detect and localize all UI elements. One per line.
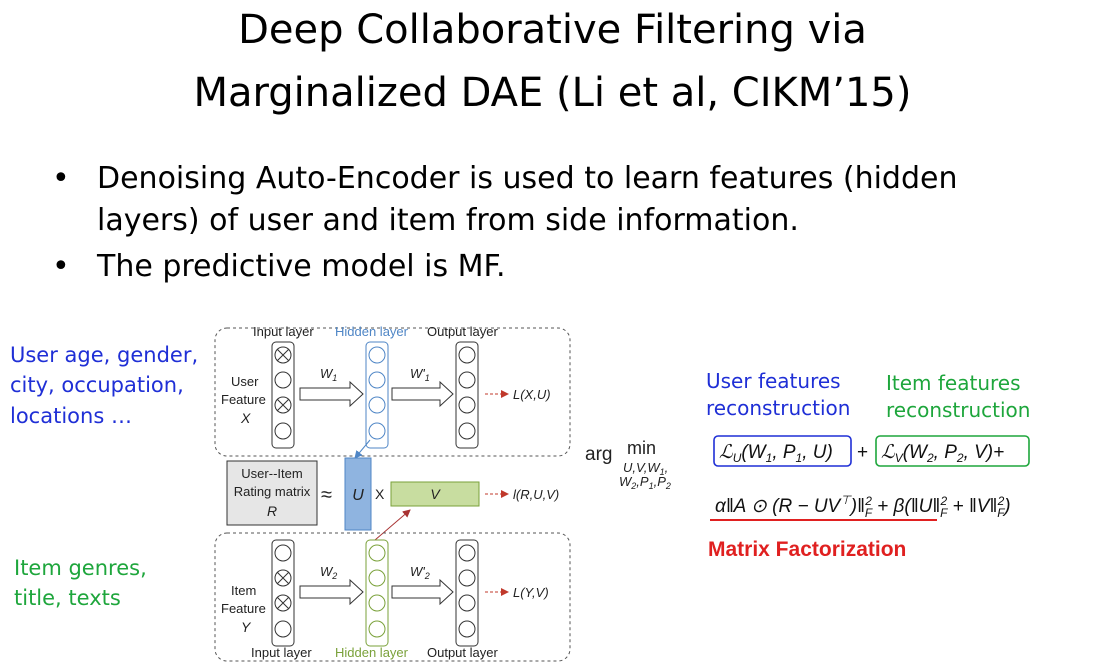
top-input-layer-label: Input layer: [253, 324, 314, 339]
mf-term: α‖A ⊙ (R − UV⊤)‖F2 + β(‖U‖F2 + ‖V‖F2): [715, 493, 1011, 520]
objective-formula: arg min U,V,W1, W2,P1,P2 ℒU(W1, P1, U) +…: [585, 435, 1030, 521]
hidden-to-v-arrow: [374, 509, 411, 541]
user-feature-label-1: User: [231, 374, 259, 389]
user-feature-label-2: Feature: [221, 392, 266, 407]
w1-arrow: [299, 380, 364, 408]
w2-label: W2: [320, 564, 337, 581]
item-side-info: Item genres, title, texts: [14, 553, 147, 614]
user-feature-label-3: X: [240, 410, 251, 426]
min-sub-1: U,V,W1,: [623, 460, 668, 477]
user-loss-box: [713, 435, 852, 467]
plus-sign: +: [857, 442, 868, 463]
user-dae-box: [214, 327, 571, 457]
u-label: U: [352, 487, 364, 504]
item-feature-label-1: Item: [231, 583, 256, 598]
w2-arrow: [299, 578, 364, 606]
arg-text: arg: [585, 444, 612, 465]
title-line-2: Marginalized DAE (Li et al, CIKM’15): [193, 70, 912, 116]
bottom-output-column: [455, 539, 479, 647]
bottom-input-layer-label: Input layer: [251, 645, 312, 660]
user-side-info: User age, gender, city, occupation, loca…: [10, 340, 198, 431]
user-loss-term: ℒU(W1, P1, U): [719, 442, 833, 465]
bottom-hidden-nodes: [368, 544, 386, 638]
top-output-layer-label: Output layer: [427, 324, 498, 339]
item-features-line-2: reconstruction: [886, 398, 1031, 422]
u-matrix: [344, 457, 372, 531]
architecture-diagram: Input layer Hidden layer Output layer Us…: [214, 324, 571, 662]
bottom-output-nodes: [458, 544, 476, 638]
w2-prime-arrow: [391, 578, 454, 606]
bullet-dot: •: [52, 249, 70, 284]
item-loss-box: [875, 435, 1030, 467]
v-label: V: [430, 486, 441, 502]
bullet-2-line-1: The predictive model is MF.: [97, 249, 506, 284]
item-loss-term: ℒV(W2, P2, V)+: [881, 442, 1004, 465]
v-matrix: [390, 481, 480, 507]
mid-loss-label: l(R,U,V): [513, 487, 559, 502]
w2-prime-label: W'2: [410, 564, 430, 581]
user-side-line-3: locations …: [10, 403, 132, 428]
top-input-nodes: [274, 346, 292, 440]
w1-prime-arrow: [391, 380, 454, 408]
item-side-line-1: Item genres,: [14, 556, 147, 580]
bullet-1-line-2: layers) of user and item from side infor…: [97, 203, 799, 238]
item-side-line-2: title, texts: [14, 586, 121, 611]
title-line-1: Deep Collaborative Filtering via: [238, 7, 867, 53]
user-side-line-2: city, occupation,: [10, 373, 184, 398]
top-hidden-nodes: [368, 346, 386, 440]
rating-box-line-1: User--Item: [241, 466, 302, 481]
item-features-line-1: Item features: [886, 371, 1021, 395]
bottom-hidden-layer-label: Hidden layer: [335, 645, 409, 660]
item-feature-label-3: Y: [241, 619, 252, 635]
bottom-hidden-column: [365, 539, 389, 647]
rating-box-line-2: Rating matrix: [234, 484, 311, 499]
bullet-dot: •: [52, 161, 70, 196]
top-hidden-column: [365, 341, 389, 449]
min-text: min: [627, 438, 656, 458]
top-output-nodes: [458, 346, 476, 440]
bottom-input-nodes: [274, 544, 292, 638]
item-features-label: Item features reconstruction: [886, 370, 1030, 424]
min-sub-2: W2,P1,P2: [619, 474, 671, 491]
times-symbol: X: [375, 486, 385, 502]
bottom-loss-label: L(Y,V): [513, 585, 549, 600]
rating-matrix-box: [226, 460, 318, 526]
w1-label: W1: [320, 366, 337, 383]
user-features-line-1: User features: [706, 369, 841, 393]
hidden-to-u-arrow: [354, 439, 371, 459]
top-hidden-layer-label: Hidden layer: [335, 324, 409, 339]
bullet-2: • The predictive model is MF.: [52, 246, 958, 288]
top-loss-label: L(X,U): [513, 387, 551, 402]
user-features-line-2: reconstruction: [706, 396, 851, 420]
item-dae-box: [214, 532, 571, 662]
top-input-column: [271, 341, 295, 449]
approx-symbol: ≈: [321, 484, 332, 506]
item-feature-label-2: Feature: [221, 601, 266, 616]
bullet-1-line-1: Denoising Auto-Encoder is used to learn …: [97, 161, 958, 196]
top-output-column: [455, 341, 479, 449]
user-features-label: User features reconstruction: [706, 368, 850, 422]
rating-box-line-3: R: [267, 503, 277, 519]
bullet-1: • Denoising Auto-Encoder is used to lear…: [52, 158, 958, 242]
bullet-list: • Denoising Auto-Encoder is used to lear…: [52, 158, 958, 292]
bottom-input-column: [271, 539, 295, 647]
user-side-line-1: User age, gender,: [10, 343, 199, 367]
matrix-factorization-label: Matrix Factorization: [708, 538, 907, 561]
w1-prime-label: W'1: [410, 366, 430, 383]
bottom-output-layer-label: Output layer: [427, 645, 498, 660]
